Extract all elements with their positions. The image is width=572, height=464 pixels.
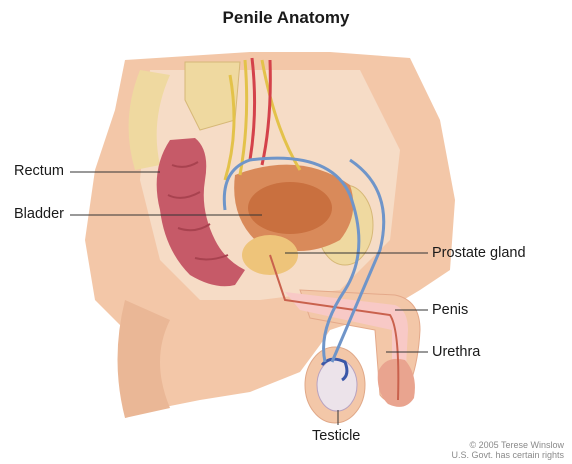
label-penis: Penis — [432, 302, 468, 318]
label-testicle: Testicle — [312, 428, 360, 444]
testicle — [317, 359, 357, 411]
bladder-interior — [248, 182, 332, 234]
copyright-credit: © 2005 Terese Winslow U.S. Govt. has cer… — [451, 440, 564, 460]
label-prostate: Prostate gland — [432, 245, 526, 261]
label-rectum: Rectum — [14, 163, 64, 179]
label-bladder: Bladder — [14, 206, 64, 222]
label-urethra: Urethra — [432, 344, 480, 360]
credit-line-1: © 2005 Terese Winslow — [451, 440, 564, 450]
glans — [378, 359, 415, 407]
credit-line-2: U.S. Govt. has certain rights — [451, 450, 564, 460]
